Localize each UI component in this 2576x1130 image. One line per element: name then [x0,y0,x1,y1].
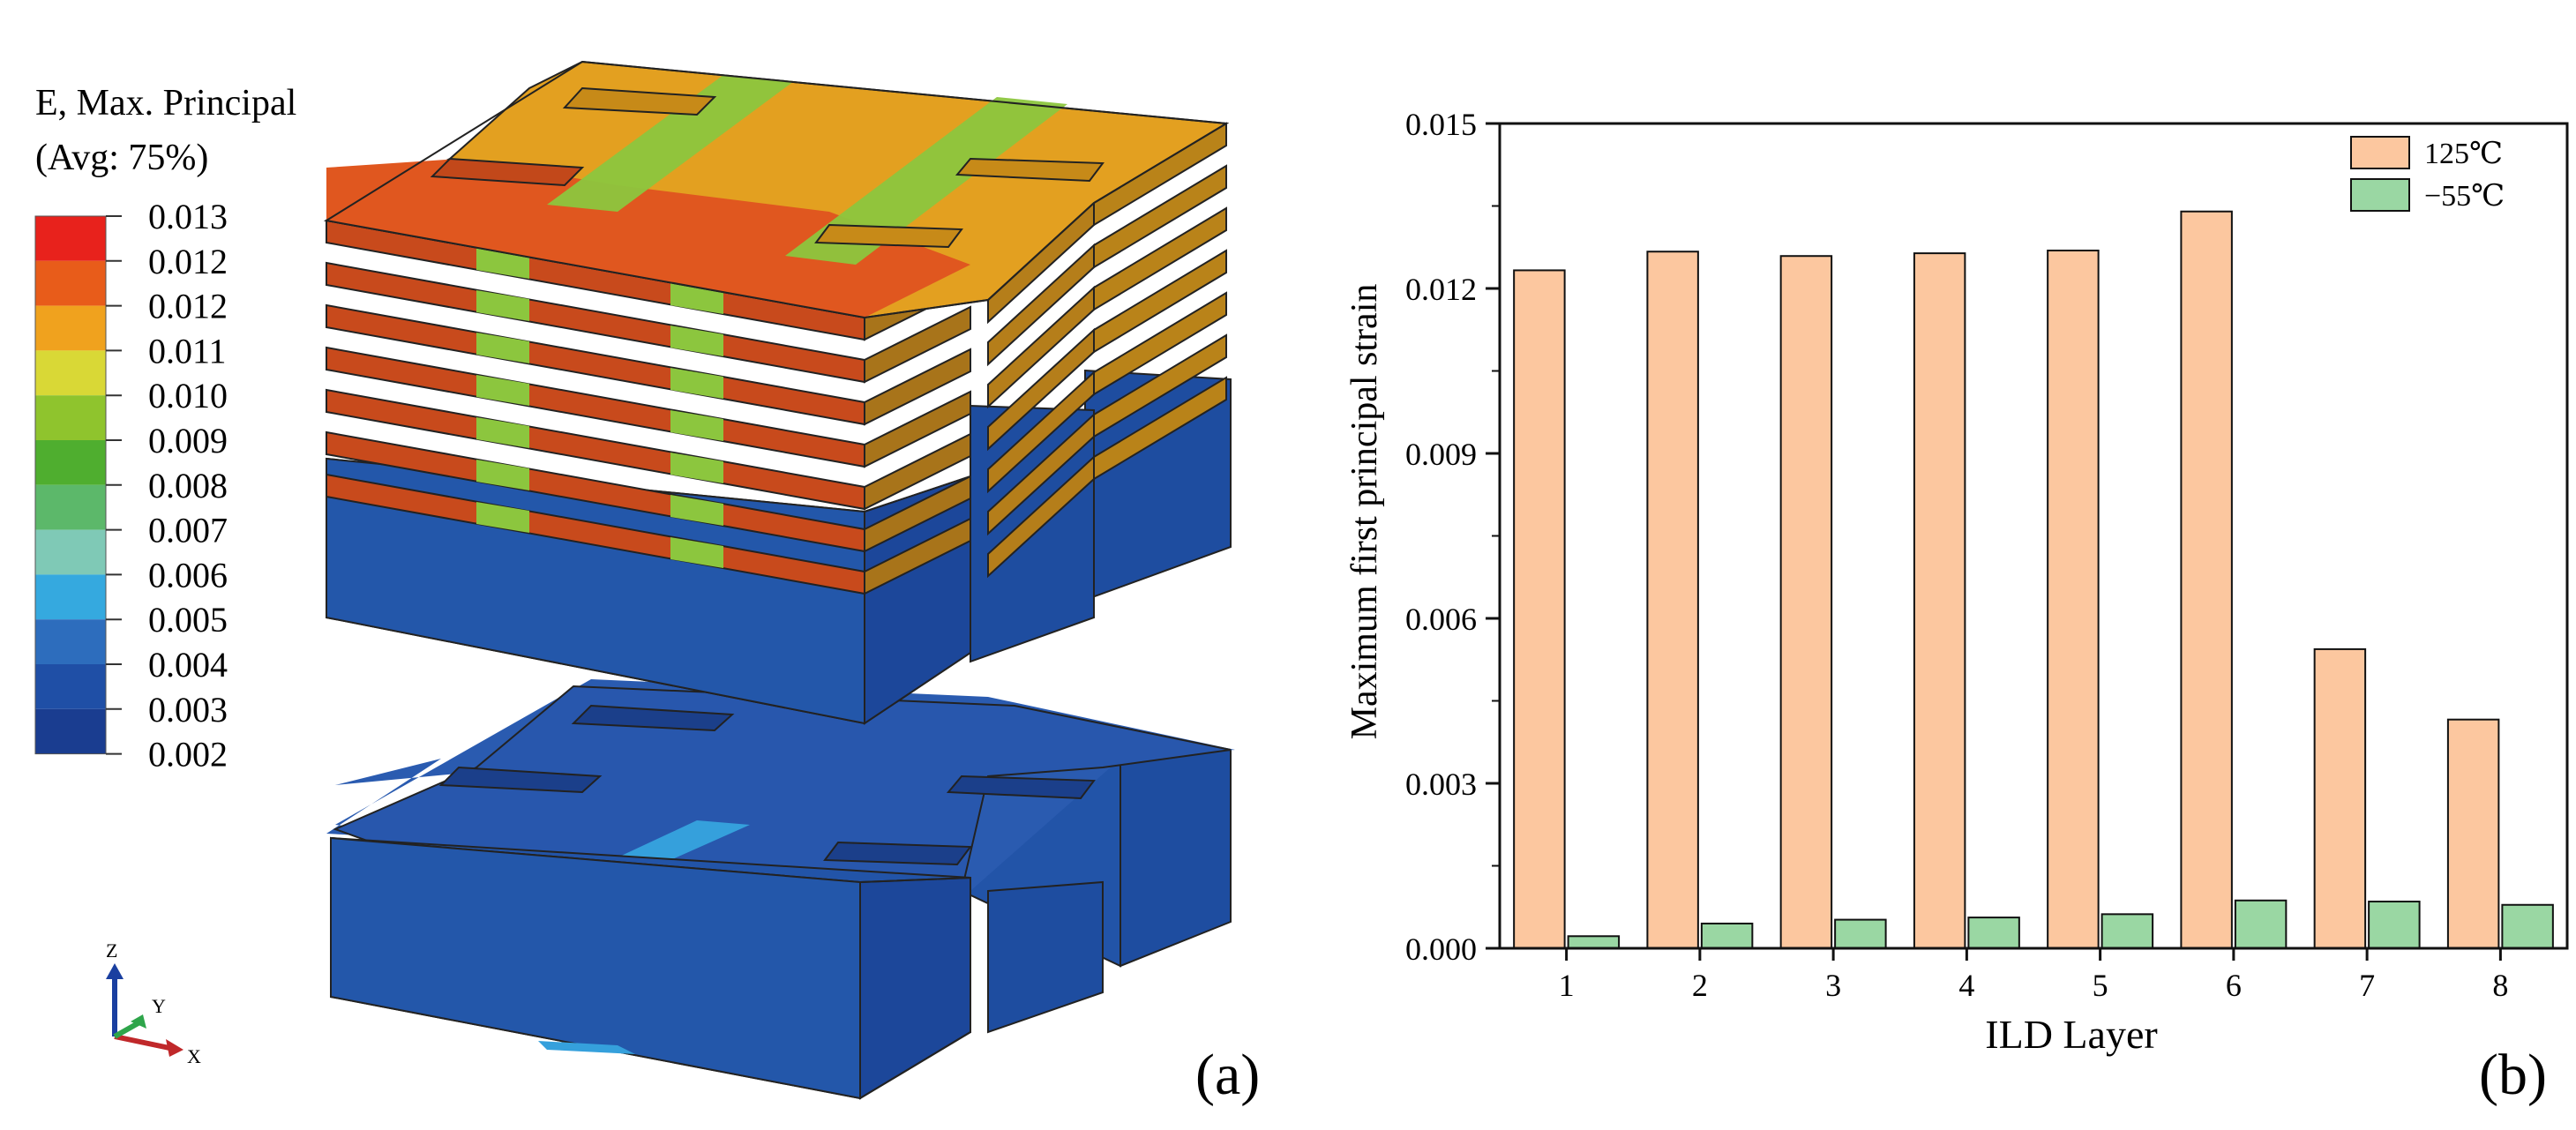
bar-cold-2 [1700,922,1754,949]
bar-cold-4 [1967,917,2020,950]
legend-swatch [35,395,106,440]
x-tick-label: 3 [1825,968,1841,1003]
legend-value-label: 0.013 [148,197,228,236]
axis-y-label: Y [152,995,166,1017]
legend-swatch [35,619,106,664]
legend-swatch [35,708,106,754]
x-tick-label: 6 [2226,968,2242,1003]
bar-hot-4 [1913,252,1966,949]
legend-value-label: 0.012 [148,287,228,326]
legend-value-label: 0.008 [148,466,228,505]
legend-value-label: 0.003 [148,690,228,730]
legend-label-0: 125℃ [2424,138,2503,170]
bar-cold-3 [1834,918,1887,950]
y-tick-label: 0.003 [1405,767,1477,802]
legend-swatch [35,350,106,396]
y-tick-label: 0.012 [1405,272,1477,307]
legend-value-label: 0.009 [148,421,228,460]
legend-swatch-1 [2350,178,2410,212]
legend-swatch [35,440,106,485]
legend-value-label: 0.010 [148,376,228,415]
contour-legend-labels: 0.013 0.012 0.012 0.011 0.010 0.009 0.008 0.007… [106,197,228,775]
contour-figure: E, Max. Principal (Avg: 75%) 0.0130.0120… [34,60,1260,1107]
bar-hot-2 [1646,251,1699,949]
legend-swatch [35,484,106,530]
x-tick-label: 8 [2492,968,2508,1003]
bar-hot-3 [1779,255,1833,949]
legend-value-label: 0.002 [148,735,228,775]
bar-hot-7 [2313,647,2367,949]
axis-x-label: X [187,1045,201,1067]
x-tick-label: 7 [2359,968,2375,1003]
panel-b-bar-chart: 0.000 0.003 0.006 0.009 0.012 0.015 1 2 3 4 5 6 7 8 M… [1306,0,2576,1126]
legend-swatch [35,305,106,351]
bar-cold-8 [2501,903,2554,950]
panel-a-label: (a) [1195,1043,1260,1107]
lower-block [326,679,1235,1100]
legend-swatch [35,529,106,575]
legend-value-label: 0.006 [148,555,228,595]
x-tick-label: 5 [2093,968,2108,1003]
legend-swatch [35,574,106,620]
x-tick-label: 4 [1958,968,1974,1003]
bar-cold-1 [1567,935,1621,949]
legend-swatch [35,664,106,709]
legend-value-label: 0.007 [148,511,228,550]
bar-hot-1 [1513,269,1566,949]
y-tick-label: 0.000 [1405,932,1477,967]
x-axis-label: ILD Layer [1985,1012,2157,1057]
x-tick-label: 2 [1692,968,1708,1003]
legend-swatch-0 [2350,136,2410,169]
legend-swatch [35,260,106,306]
contour-legend-bar [34,215,107,755]
legend-title-line1: E, Max. Principal [35,83,296,123]
bar-hot-8 [2446,718,2500,950]
legend-value-label: 0.004 [148,645,228,685]
bar-hot-5 [2047,249,2100,949]
coordinate-triad: Z Y X [106,939,201,1067]
bar-chart-svg: 0.000 0.003 0.006 0.009 0.012 0.015 1 2 3 4 5 6 7 8 M… [1344,107,2569,1107]
y-tick-label: 0.006 [1405,602,1477,637]
legend-value-label: 0.005 [148,600,228,640]
y-tick-label: 0.009 [1405,437,1477,472]
legend-value-label: 0.012 [148,242,228,281]
legend-label-1: −55℃ [2424,180,2505,213]
bar-cold-7 [2368,901,2421,949]
panel-b-label: (b) [2479,1043,2547,1107]
bar-hot-6 [2180,210,2233,949]
bar-cold-6 [2234,899,2288,950]
y-axis-label: Maximum first principal strain [1344,284,1385,740]
x-tick-label: 1 [1559,968,1575,1003]
y-tick-label: 0.015 [1405,107,1477,142]
bar-cold-5 [2100,913,2154,950]
legend-title-line2: (Avg: 75%) [35,138,208,178]
legend-value-label: 0.011 [148,331,227,370]
axis-z-label: Z [106,939,117,962]
legend-swatch [35,216,106,261]
chart-legend: 125℃ −55℃ [2350,136,2505,213]
upper-block [323,60,1232,725]
